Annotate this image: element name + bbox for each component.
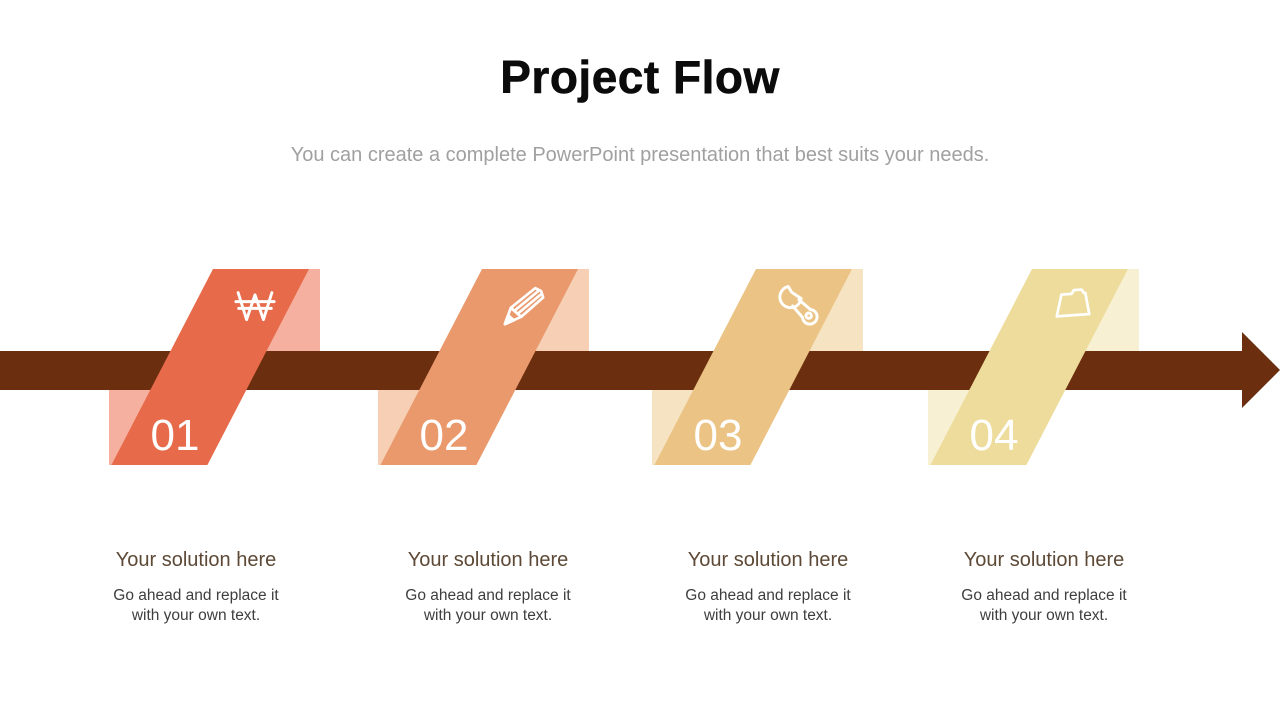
step-number: 03: [693, 411, 743, 460]
solution-heading: Your solution here: [115, 549, 277, 571]
solution-body: Go ahead and replace it with your own te…: [113, 587, 279, 625]
solution-body: Go ahead and replace it with your own te…: [961, 587, 1127, 625]
pencil-icon: [497, 278, 551, 332]
step-number: 04: [969, 411, 1019, 460]
wrench-icon: [771, 278, 825, 332]
flow-arrow-head-icon: [1242, 332, 1280, 408]
solution-column-1: Your solution here Go ahead and replace …: [76, 548, 316, 627]
page-subtitle: You can create a complete PowerPoint pre…: [290, 144, 990, 166]
solution-heading: Your solution here: [407, 549, 569, 571]
solution-body: Go ahead and replace it with your own te…: [405, 587, 571, 625]
solution-column-3: Your solution here Go ahead and replace …: [648, 548, 888, 627]
folder-icon: [1047, 278, 1101, 332]
solution-heading: Your solution here: [963, 549, 1125, 571]
solution-column-2: Your solution here Go ahead and replace …: [368, 548, 608, 627]
solution-body: Go ahead and replace it with your own te…: [685, 587, 851, 625]
step-number: 01: [150, 411, 200, 460]
solution-heading: Your solution here: [687, 549, 849, 571]
won-sign-icon: [228, 278, 282, 332]
step-number: 02: [419, 411, 469, 460]
page-title: Project Flow: [500, 51, 780, 103]
solution-column-4: Your solution here Go ahead and replace …: [924, 548, 1164, 627]
